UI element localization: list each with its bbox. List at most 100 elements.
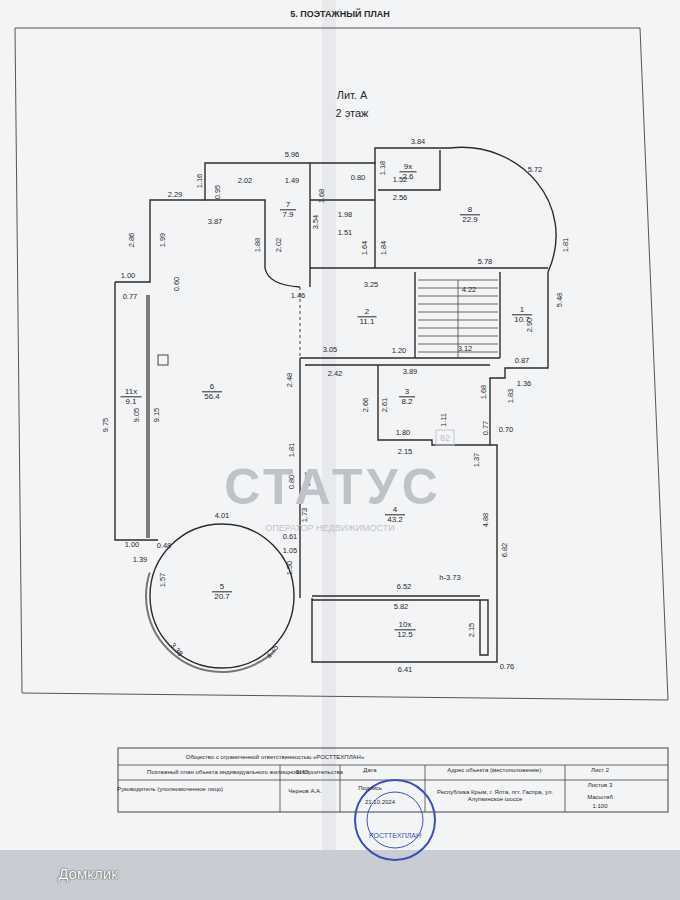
floor-heading: 2 этаж xyxy=(336,107,369,120)
room-number: 4 xyxy=(385,505,405,515)
room-area: 7.9 xyxy=(280,211,296,220)
title-block-cell: 1:100 xyxy=(592,803,607,810)
dimension: 3.84 xyxy=(411,138,426,147)
dimension: 3.89 xyxy=(403,368,418,377)
dimension: 2.29 xyxy=(168,191,183,200)
room-label: 211.1 xyxy=(356,306,379,327)
dimension: 1.80 xyxy=(396,429,411,438)
curved-wall xyxy=(450,147,556,272)
title-block-cell: Чернов А.А. xyxy=(288,788,322,795)
dimension: 1.98 xyxy=(338,211,353,220)
dimension: 4.22 xyxy=(462,286,477,295)
window-arc xyxy=(145,572,276,673)
dimension: 2.66 xyxy=(362,398,371,413)
wall xyxy=(205,200,265,268)
dimension: 1.68 xyxy=(480,385,489,400)
table-surface xyxy=(0,850,680,900)
room-area: 56.4 xyxy=(202,393,222,402)
room-label: 656.4 xyxy=(200,381,224,402)
room-label: 10х12.5 xyxy=(393,619,418,640)
room-number: 11х xyxy=(121,387,142,397)
room-area: 10.7 xyxy=(512,316,532,325)
dimension: 2.48 xyxy=(286,373,295,388)
dimension: 5.78 xyxy=(478,258,493,267)
dimension: 6.41 xyxy=(398,666,413,675)
title-block-cell: Листов 3 xyxy=(588,782,613,789)
stamp xyxy=(355,780,435,860)
wall xyxy=(312,595,480,596)
dimension: h-3.73 xyxy=(439,574,460,583)
dimension: 2.15 xyxy=(398,448,413,457)
wall xyxy=(480,600,488,655)
dimension: 1.18 xyxy=(379,161,388,176)
dimension: 1.46 xyxy=(291,292,306,301)
title-block-cell: Адрес объекта (местоположение): xyxy=(447,767,543,774)
dimension: 1.64 xyxy=(361,241,370,256)
dimension: 0.80 xyxy=(351,174,366,183)
title-block-cell: Дата xyxy=(363,767,376,774)
title-block-cell: ФИО xyxy=(295,769,309,776)
dimension: 0.95 xyxy=(214,185,223,200)
dimension: 1.00 xyxy=(125,541,140,550)
dimension: 5.82 xyxy=(394,603,409,612)
dimension: 1.05 xyxy=(283,547,298,556)
dimension: 0.60 xyxy=(173,277,182,292)
room-label: 110.7 xyxy=(510,304,534,325)
dimension: 5.72 xyxy=(528,166,543,175)
dimension: 1.99 xyxy=(159,233,168,248)
dimension: 1.37 xyxy=(473,453,482,468)
dimension: 3.12 xyxy=(458,345,473,354)
room-number: 10х xyxy=(395,620,416,630)
title-block-rule xyxy=(118,765,668,766)
watermark: ОПЕРАТОР НЕДВИЖИМОСТИ xyxy=(265,523,394,533)
dimension: 1.81 xyxy=(288,443,297,458)
room-label: 38.2 xyxy=(397,386,417,407)
room-number: 7 xyxy=(280,200,296,210)
watermark-box xyxy=(436,430,454,445)
dimension: 6.82 xyxy=(501,543,510,558)
room-number: 1 xyxy=(512,305,532,315)
dimension: 2.42 xyxy=(328,370,343,379)
page-frame xyxy=(15,28,668,700)
dimension: 1.11 xyxy=(440,413,449,427)
room-area: 12.5 xyxy=(395,631,416,640)
room-area: 20.7 xyxy=(212,593,232,602)
title-block-cell: 21.10.2024 xyxy=(365,799,395,806)
room-area: 43.2 xyxy=(385,516,405,525)
room-number: 3 xyxy=(399,387,415,397)
room-number: 6 xyxy=(202,382,222,392)
dimension: 1.16 xyxy=(196,174,205,189)
dimension: 9.15 xyxy=(153,408,162,423)
dimension: 9.05 xyxy=(133,408,142,423)
wall xyxy=(374,163,375,268)
sheet-title: 5. ПОЭТАЖНЫЙ ПЛАН xyxy=(290,9,390,19)
room-label: 11х9.1 xyxy=(119,386,144,407)
curved-wall xyxy=(265,268,300,287)
wall xyxy=(115,148,450,282)
dimension: 1.57 xyxy=(159,573,168,588)
walls xyxy=(115,148,548,662)
dimension: 1.49 xyxy=(285,177,300,186)
wall xyxy=(310,267,548,268)
room-label: 77.9 xyxy=(278,199,298,220)
dimension: Общество с ограниченной ответственностью… xyxy=(186,754,365,761)
dimension: 2.61 xyxy=(381,398,390,413)
dimension: 2.56 xyxy=(393,194,408,203)
dimension: 5.96 xyxy=(285,151,300,160)
room-area: 22.9 xyxy=(460,216,480,225)
dimension: 1.88 xyxy=(254,238,263,253)
dimension: 0.77 xyxy=(123,293,138,302)
dimension: 1.00 xyxy=(121,272,136,281)
watermark: СТАТУС xyxy=(224,459,442,517)
wall xyxy=(300,357,500,358)
dimension: 0.77 xyxy=(482,421,491,436)
dimension: 0.76 xyxy=(500,663,515,672)
dimension: 1.81 xyxy=(562,238,571,253)
column xyxy=(158,355,168,365)
dimension: 3.05 xyxy=(323,346,338,355)
title-block-cell: Подпись xyxy=(358,785,382,792)
title-block-cell: Республика Крым, г. Ялта, пгт. Гаспра, у… xyxy=(430,789,560,803)
dimension: 3.54 xyxy=(312,215,321,230)
